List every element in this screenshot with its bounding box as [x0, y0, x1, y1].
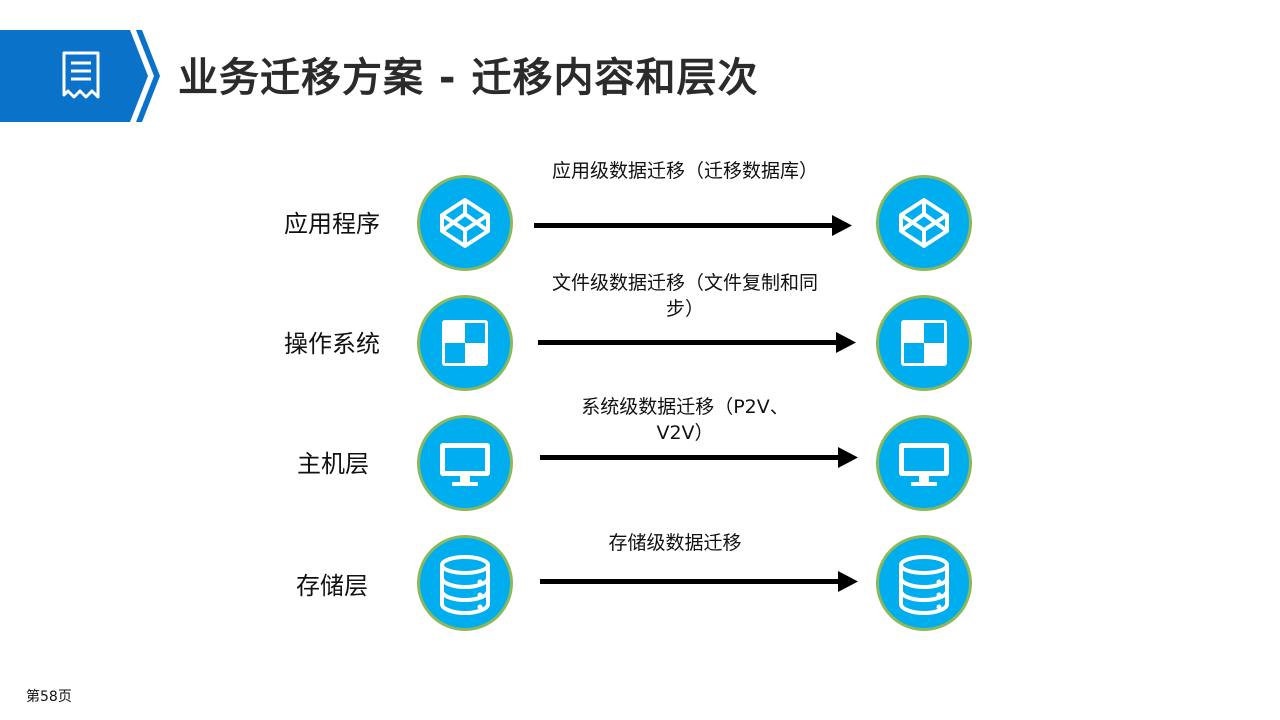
storage-circle-target: [876, 535, 972, 631]
database-icon: [899, 555, 949, 616]
migration-row-storage: 存储层 存储级数据迁移: [0, 530, 1280, 640]
migration-caption: 存储级数据迁移: [608, 532, 742, 554]
migration-caption: 文件级数据迁移（文件复制和同步）: [551, 272, 818, 320]
checker-window-icon: [442, 320, 488, 366]
host-circle-source: [417, 415, 513, 511]
migration-caption: 应用级数据迁移（迁移数据库）: [551, 160, 818, 182]
application-circle-source: [417, 175, 513, 271]
row-label: 操作系统: [284, 330, 380, 358]
document-icon: [62, 51, 100, 99]
row-label: 存储层: [296, 572, 368, 600]
migration-row-application: 应用程序 应用级数据迁移（迁移数据库）: [0, 160, 1280, 280]
page-title: 业务迁移方案 - 迁移内容和层次: [178, 55, 759, 101]
checker-window-icon: [901, 320, 947, 366]
page-number: 第58页: [26, 689, 72, 705]
migration-caption: 系统级数据迁移（P2V、V2V）: [581, 396, 789, 444]
storage-circle-source: [417, 535, 513, 631]
migration-row-os: 操作系统 文件级数据迁移（文件复制和同步）: [0, 272, 1280, 400]
arrow-icon: [540, 445, 858, 469]
header-band: [0, 30, 160, 122]
os-circle-source: [417, 295, 513, 391]
database-icon: [440, 555, 490, 616]
row-label: 应用程序: [284, 210, 380, 238]
arrow-icon: [540, 569, 858, 593]
arrow-icon: [538, 330, 856, 354]
host-circle-target: [876, 415, 972, 511]
monitor-icon: [440, 443, 490, 486]
monitor-icon: [899, 443, 949, 486]
application-circle-target: [876, 175, 972, 271]
migration-row-host: 主机层 系统级数据迁移（P2V、V2V）: [0, 396, 1280, 520]
os-circle-target: [876, 295, 972, 391]
codepen-cube-icon: [440, 198, 490, 248]
arrow-icon: [534, 213, 852, 237]
codepen-cube-icon: [899, 198, 949, 248]
row-label: 主机层: [297, 450, 369, 478]
